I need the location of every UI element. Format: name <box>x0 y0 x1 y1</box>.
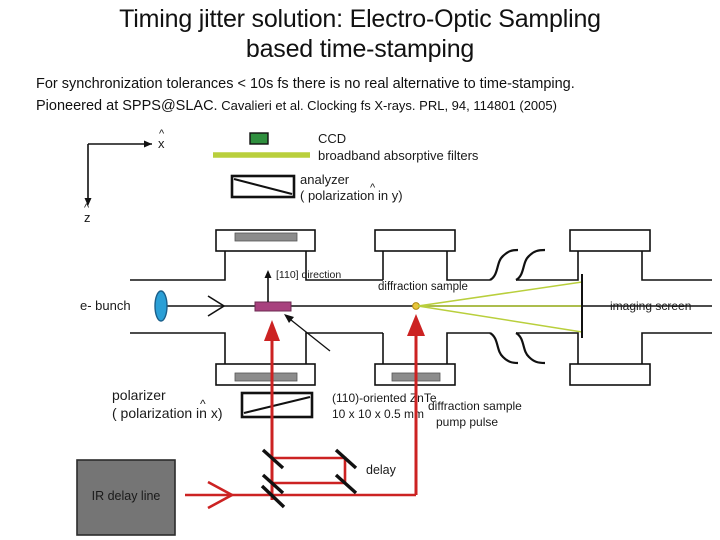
pump-label-line1: diffraction sample <box>428 399 522 413</box>
pump-pulse-callout: diffraction sample pump pulse <box>428 399 522 429</box>
polarizer-label-line2: ( polarization in x) <box>112 405 223 421</box>
slide-title: Timing jitter solution: Electro-Optic Sa… <box>20 4 700 64</box>
mirror-lower-right <box>334 473 358 495</box>
body-line-2-citation: Cavalieri et al. Clocking fs X-rays. PRL… <box>221 98 557 113</box>
analyzer-label-line2: ( polarization in y) <box>300 188 403 203</box>
axis-z-hat: ^ <box>84 202 90 214</box>
mirror-lower-left <box>261 473 285 495</box>
ir-beam-paths <box>185 314 425 510</box>
ccd-label: CCD <box>318 131 346 146</box>
lower-chamber-row <box>130 332 712 386</box>
body-line-2-lead: Pioneered at SPPS@SLAC. <box>36 98 218 114</box>
experiment-diagram: ^ x ^ z CCD broadband absorptive filters… <box>0 120 720 540</box>
znte-label-line1: (110)-oriented ZnTe <box>332 391 437 405</box>
diffraction-rays <box>417 281 583 333</box>
mirror-upper-right <box>334 448 358 470</box>
axis-x-label: x <box>158 136 165 151</box>
delay-stage-mirrors: delay <box>260 448 397 509</box>
znte-callout: (110)-oriented ZnTe 10 x 10 x 0.5 mm <box>332 391 437 421</box>
broadband-filters: broadband absorptive filters <box>213 148 479 163</box>
e-bunch-marker <box>154 290 168 322</box>
direction-label: [110] direction <box>276 269 341 281</box>
filters-label: broadband absorptive filters <box>318 148 479 163</box>
e-bunch-label: e- bunch <box>80 298 131 313</box>
polarizer-pol-hat: ^ <box>200 397 206 411</box>
upper-chamber-row <box>130 229 712 281</box>
mirror-input <box>260 484 286 509</box>
polarizer-element: polarizer ( polarization in x) ^ <box>112 387 314 421</box>
axis-z-label: z <box>84 210 91 225</box>
axis-x-hat: ^ <box>159 128 165 140</box>
delay-label: delay <box>366 463 397 477</box>
imaging-screen-label: imaging screen <box>610 299 691 313</box>
ccd-element: CCD <box>249 131 346 146</box>
ir-delay-line-box: IR delay line <box>76 459 176 536</box>
analyzer-pol-symbol: y <box>392 188 399 203</box>
znte-label-line2: 10 x 10 x 0.5 mm <box>332 407 424 421</box>
ir-delay-line-label: IR delay line <box>92 489 161 503</box>
title-line-2: based time-stamping <box>245 35 475 63</box>
diffraction-sample-label: diffraction sample <box>378 281 468 293</box>
pump-label-line2: pump pulse <box>436 415 498 429</box>
diffraction-sample: diffraction sample <box>378 281 468 310</box>
analyzer-element: analyzer ( polarization in y) ^ <box>230 172 403 203</box>
axis-indicator: ^ x ^ z <box>84 128 165 225</box>
body-line-1: For synchronization tolerances < 10s fs … <box>36 76 575 92</box>
analyzer-pol-hat: ^ <box>370 182 376 194</box>
polarizer-label-line1: polarizer <box>112 387 166 403</box>
mirror-upper-left <box>261 448 285 470</box>
title-line-1: Timing jitter solution: Electro-Optic Sa… <box>119 5 601 33</box>
polarizer-pol-symbol: x <box>211 405 218 421</box>
body-line-2: Pioneered at SPPS@SLAC. Cavalieri et al.… <box>36 95 696 117</box>
analyzer-label-line1: analyzer <box>300 172 350 187</box>
slide-body: For synchronization tolerances < 10s fs … <box>36 74 696 117</box>
imaging-screen: imaging screen <box>581 274 691 338</box>
